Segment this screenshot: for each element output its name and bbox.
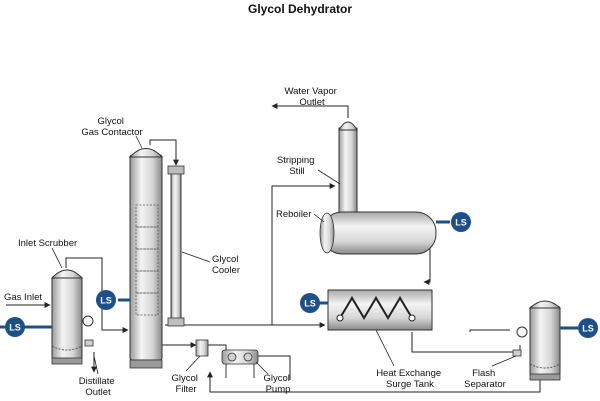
- inlet-scrubber-skirt: [51, 357, 83, 365]
- reboiler-end-cap: [319, 212, 335, 254]
- label-reboiler: Reboiler: [276, 209, 311, 220]
- flash-dump-valve-icon: [512, 349, 522, 357]
- label-gas-inlet: Gas Inlet: [4, 292, 42, 303]
- ls-badge-flash-separator: [578, 318, 598, 338]
- coil-outlet-port: [408, 314, 416, 322]
- contactor-vessel: [129, 154, 163, 361]
- ls-badge-label: LS: [304, 299, 316, 309]
- diagram-title: Glycol Dehydrator: [248, 2, 352, 16]
- inlet-scrubber-top-head: [50, 269, 84, 279]
- glycol-pump: [221, 349, 259, 378]
- contactor-top-head: [128, 148, 164, 158]
- flash-separator-liquid-level: [529, 363, 561, 369]
- level-controller-gauge-icon: [82, 315, 94, 327]
- stripping-still-column: [338, 127, 358, 215]
- label-glycol-cooler: Glycol Cooler: [212, 254, 241, 276]
- reboiler-vessel: [321, 211, 437, 255]
- label-heat-exchange-surge-tank: Heat Exchange Surge Tank: [376, 368, 444, 390]
- glycol-cooler-bottom-flange: [167, 317, 185, 327]
- inlet-scrubber: [50, 269, 94, 365]
- inlet-scrubber-liquid-level: [51, 345, 83, 351]
- flash-separator: [512, 300, 562, 381]
- piping: [6, 103, 541, 393]
- pump-discharge-pipe: [256, 355, 291, 380]
- glycol-pump-motor-icon: [243, 352, 253, 362]
- label-distillate-outlet: Distillate Outlet: [79, 376, 118, 398]
- flash-separator-top-head: [528, 300, 562, 309]
- ls-badge-contactor: [96, 290, 116, 310]
- flash-separator-skirt: [529, 373, 561, 381]
- surge-tank-body: [327, 289, 433, 331]
- glycol-pump-body: [221, 349, 259, 365]
- glycol-pump-head-icon: [227, 352, 237, 362]
- contactor-to-cooler-pipe: [149, 139, 179, 166]
- flash-return-pipe: [207, 371, 541, 393]
- ls-badge-label: LS: [455, 218, 467, 228]
- ls-badge-reboiler: [451, 212, 471, 232]
- surge-to-flash-pipe: [411, 332, 521, 353]
- stripping-still: [338, 121, 358, 215]
- label-inlet-scrubber: Inlet Scrubber: [18, 238, 77, 249]
- ls-badge-inlet-scrubber: [5, 317, 25, 337]
- glycol-cooler-tube: [170, 171, 182, 321]
- label-flash-separator: Flash Separator: [464, 368, 506, 390]
- leader-lines: [51, 135, 517, 375]
- water-vapor-outlet-pipe: [271, 103, 349, 118]
- contactor-skirt: [129, 359, 163, 369]
- label-glycol-gas-contactor: Glycol Gas Contactor: [81, 116, 142, 138]
- heat-exchange-surge-tank: [327, 289, 433, 331]
- ls-badge-surge-tank: [300, 293, 320, 313]
- scrubber-to-contactor-pipe: [65, 257, 129, 333]
- contactor-trays: [135, 204, 159, 316]
- glycol-cooler-top-flange: [167, 165, 185, 175]
- heat-exchange-coil: [339, 296, 413, 320]
- glycol-cooler: [167, 165, 185, 327]
- label-water-vapor-outlet: Water Vapor Outlet: [285, 86, 340, 108]
- glycol-filter: [195, 339, 209, 357]
- coil-inlet-port: [336, 314, 344, 322]
- flash-level-controller-icon: [516, 326, 528, 338]
- ls-badge-label: LS: [9, 323, 21, 333]
- flash-feed-pipe: [469, 329, 510, 332]
- glycol-gas-contactor: [128, 148, 164, 369]
- reboiler: [319, 211, 437, 255]
- label-glycol-filter: Glycol Filter: [171, 373, 200, 395]
- flash-separator-vessel: [529, 305, 561, 377]
- ls-badge-label: LS: [582, 324, 594, 334]
- inlet-scrubber-vessel: [51, 275, 83, 361]
- glycol-filter-body: [195, 339, 209, 357]
- label-glycol-pump: Glycol Pump: [263, 373, 292, 395]
- stripping-still-top: [338, 121, 358, 131]
- ls-badge-label: LS: [100, 296, 112, 306]
- label-stripping-still: Stripping Still: [277, 155, 317, 177]
- dump-valve-icon: [84, 339, 94, 347]
